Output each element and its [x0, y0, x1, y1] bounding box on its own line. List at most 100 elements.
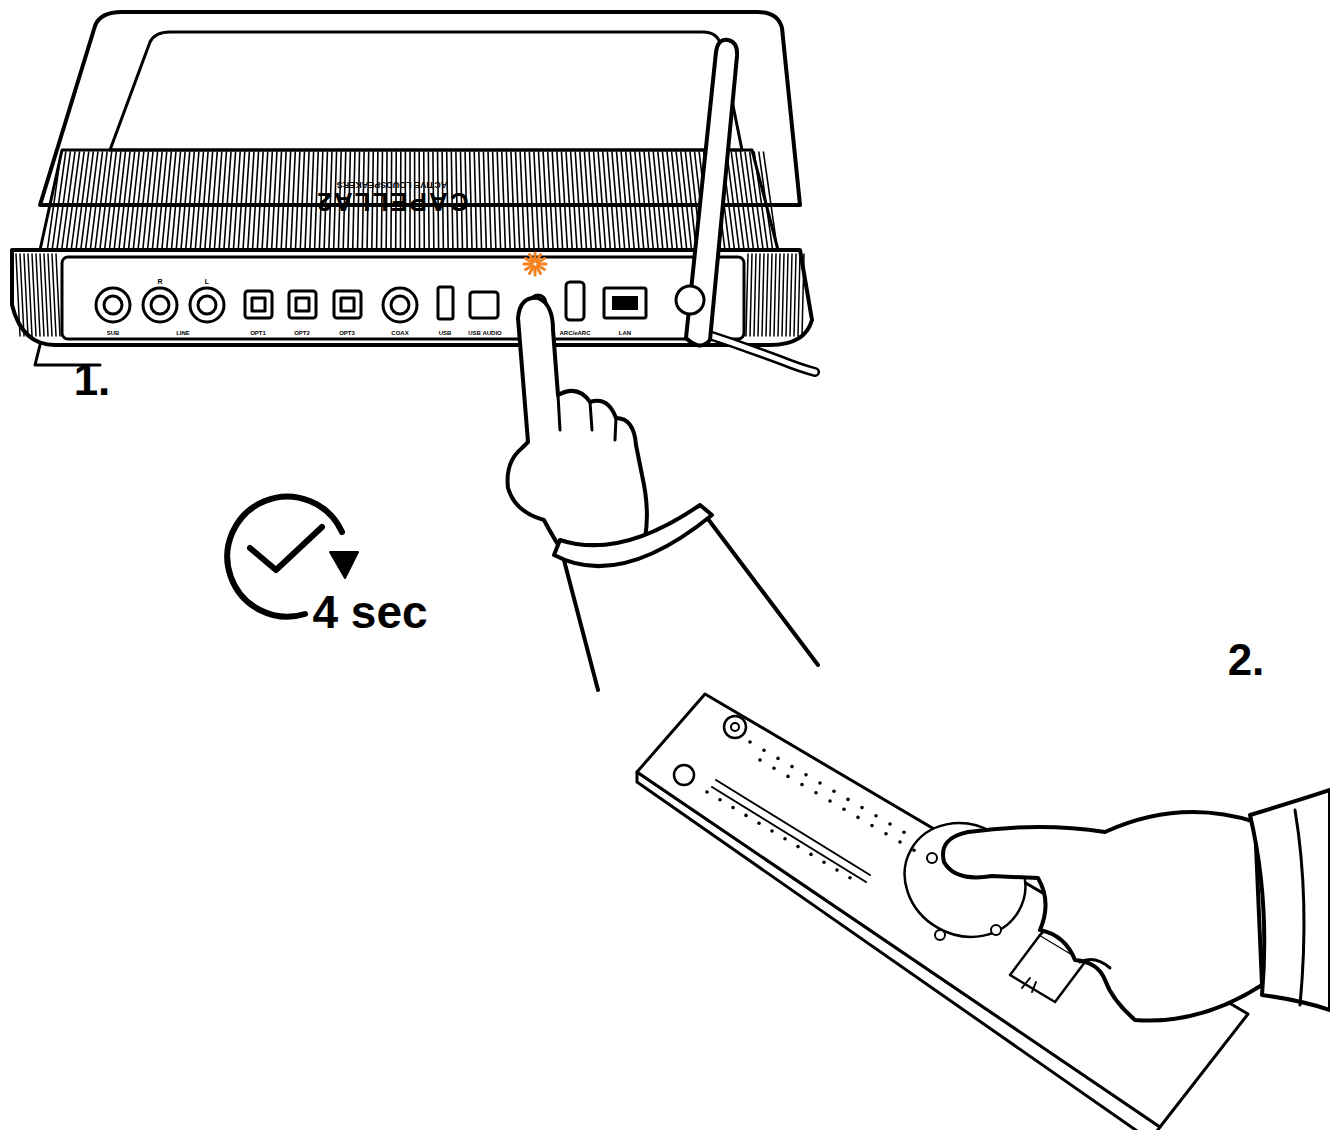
rib-line	[300, 152, 304, 249]
rib-line	[794, 254, 796, 336]
rib-line	[267, 152, 272, 249]
rib-line	[176, 152, 185, 249]
rib-line	[272, 152, 277, 249]
remote-dot	[776, 757, 780, 761]
remote-dot	[822, 860, 826, 864]
rca-port	[96, 288, 417, 322]
remote-dot	[762, 748, 766, 752]
burst-ray	[538, 259, 545, 263]
rib-line	[479, 152, 482, 249]
rib-line	[181, 152, 190, 249]
remote-dot	[796, 845, 800, 849]
rib-line	[52, 254, 56, 336]
rib-line	[24, 254, 28, 336]
rib-line	[525, 152, 530, 249]
rib-line	[262, 152, 268, 249]
port-label: OPT3	[339, 330, 355, 336]
remote-dot	[772, 766, 776, 770]
rib-line	[28, 254, 32, 336]
rib-line	[746, 254, 748, 336]
usb-port	[438, 287, 453, 319]
rib-line	[310, 152, 314, 249]
remote-dot	[770, 829, 774, 833]
duration-label: 4 sec	[312, 589, 427, 635]
rib-line	[626, 152, 634, 249]
port-label: COAX	[391, 330, 408, 336]
light-burst	[524, 253, 546, 275]
rib-line	[152, 152, 162, 249]
rib-line	[635, 152, 644, 249]
usb-audio-port	[470, 292, 498, 318]
port-label: USB AUDIO	[468, 330, 501, 336]
remote-dot	[818, 781, 822, 785]
rib-line	[758, 254, 760, 336]
rib-line	[119, 152, 130, 249]
port-label: SUB	[107, 330, 120, 336]
lan-port	[604, 288, 646, 318]
port-label: LINE	[176, 330, 190, 336]
burst-ray	[530, 254, 534, 261]
rib-line	[195, 152, 203, 249]
rib-line	[296, 152, 300, 249]
remote-dot	[748, 740, 752, 744]
optical-port	[245, 291, 361, 318]
brand-name: CAPELLA2	[315, 189, 468, 215]
step-number: 2.	[1228, 638, 1265, 682]
rib-line	[511, 152, 515, 249]
burst-ray	[537, 267, 541, 274]
rib-line	[782, 254, 784, 336]
rib-line	[281, 152, 286, 249]
remote-dot	[757, 821, 761, 825]
rib-line	[36, 254, 40, 336]
rib-pattern	[40, 150, 778, 250]
rib-line	[653, 152, 663, 249]
burst-ray	[525, 266, 532, 270]
rib-line	[534, 152, 539, 249]
power-cable	[700, 332, 815, 372]
port-label: ARC/eARC	[559, 330, 590, 336]
rib-line	[649, 152, 658, 249]
rib-line	[754, 254, 756, 336]
rib-line	[44, 254, 48, 336]
rib-line	[640, 152, 649, 249]
remote-dot	[884, 832, 888, 836]
rib-line	[186, 152, 194, 249]
remote-dot	[731, 806, 735, 810]
remote-dot	[800, 783, 804, 787]
device-screen	[110, 32, 742, 150]
rib-line	[133, 152, 143, 249]
remote-dot	[744, 814, 748, 818]
rib-line	[644, 152, 653, 249]
rib-line	[621, 152, 629, 249]
rib-line	[770, 254, 772, 336]
rib-line	[676, 152, 686, 249]
rib-line	[802, 254, 804, 336]
rib-line	[762, 254, 764, 336]
remote-dot	[912, 848, 916, 852]
rib-line	[32, 254, 36, 336]
rib-line	[672, 152, 682, 249]
hdmi-port	[566, 282, 584, 320]
rib-line	[766, 254, 768, 336]
remote-dot	[856, 816, 860, 820]
rib-line	[543, 152, 548, 249]
rib-line	[662, 152, 672, 249]
rib-line	[138, 152, 148, 249]
remote-dot	[842, 807, 846, 811]
port-label: LAN	[619, 330, 631, 336]
rib-line	[143, 152, 153, 249]
rib-outline	[40, 150, 778, 250]
rib-line	[124, 152, 135, 249]
rib-line	[786, 254, 788, 336]
port-label: R	[157, 278, 162, 285]
brand-subtitle: ACTIVE LOUDSPEAKERS	[337, 180, 448, 189]
port-label: USB	[439, 330, 452, 336]
rib-line	[681, 152, 692, 249]
rib-line	[167, 152, 176, 249]
remote-dot	[846, 798, 850, 802]
remote-dot	[832, 789, 836, 793]
hand	[943, 790, 1330, 1021]
rib-line	[493, 152, 496, 249]
rib-line	[685, 152, 696, 249]
rib-line	[658, 152, 668, 249]
